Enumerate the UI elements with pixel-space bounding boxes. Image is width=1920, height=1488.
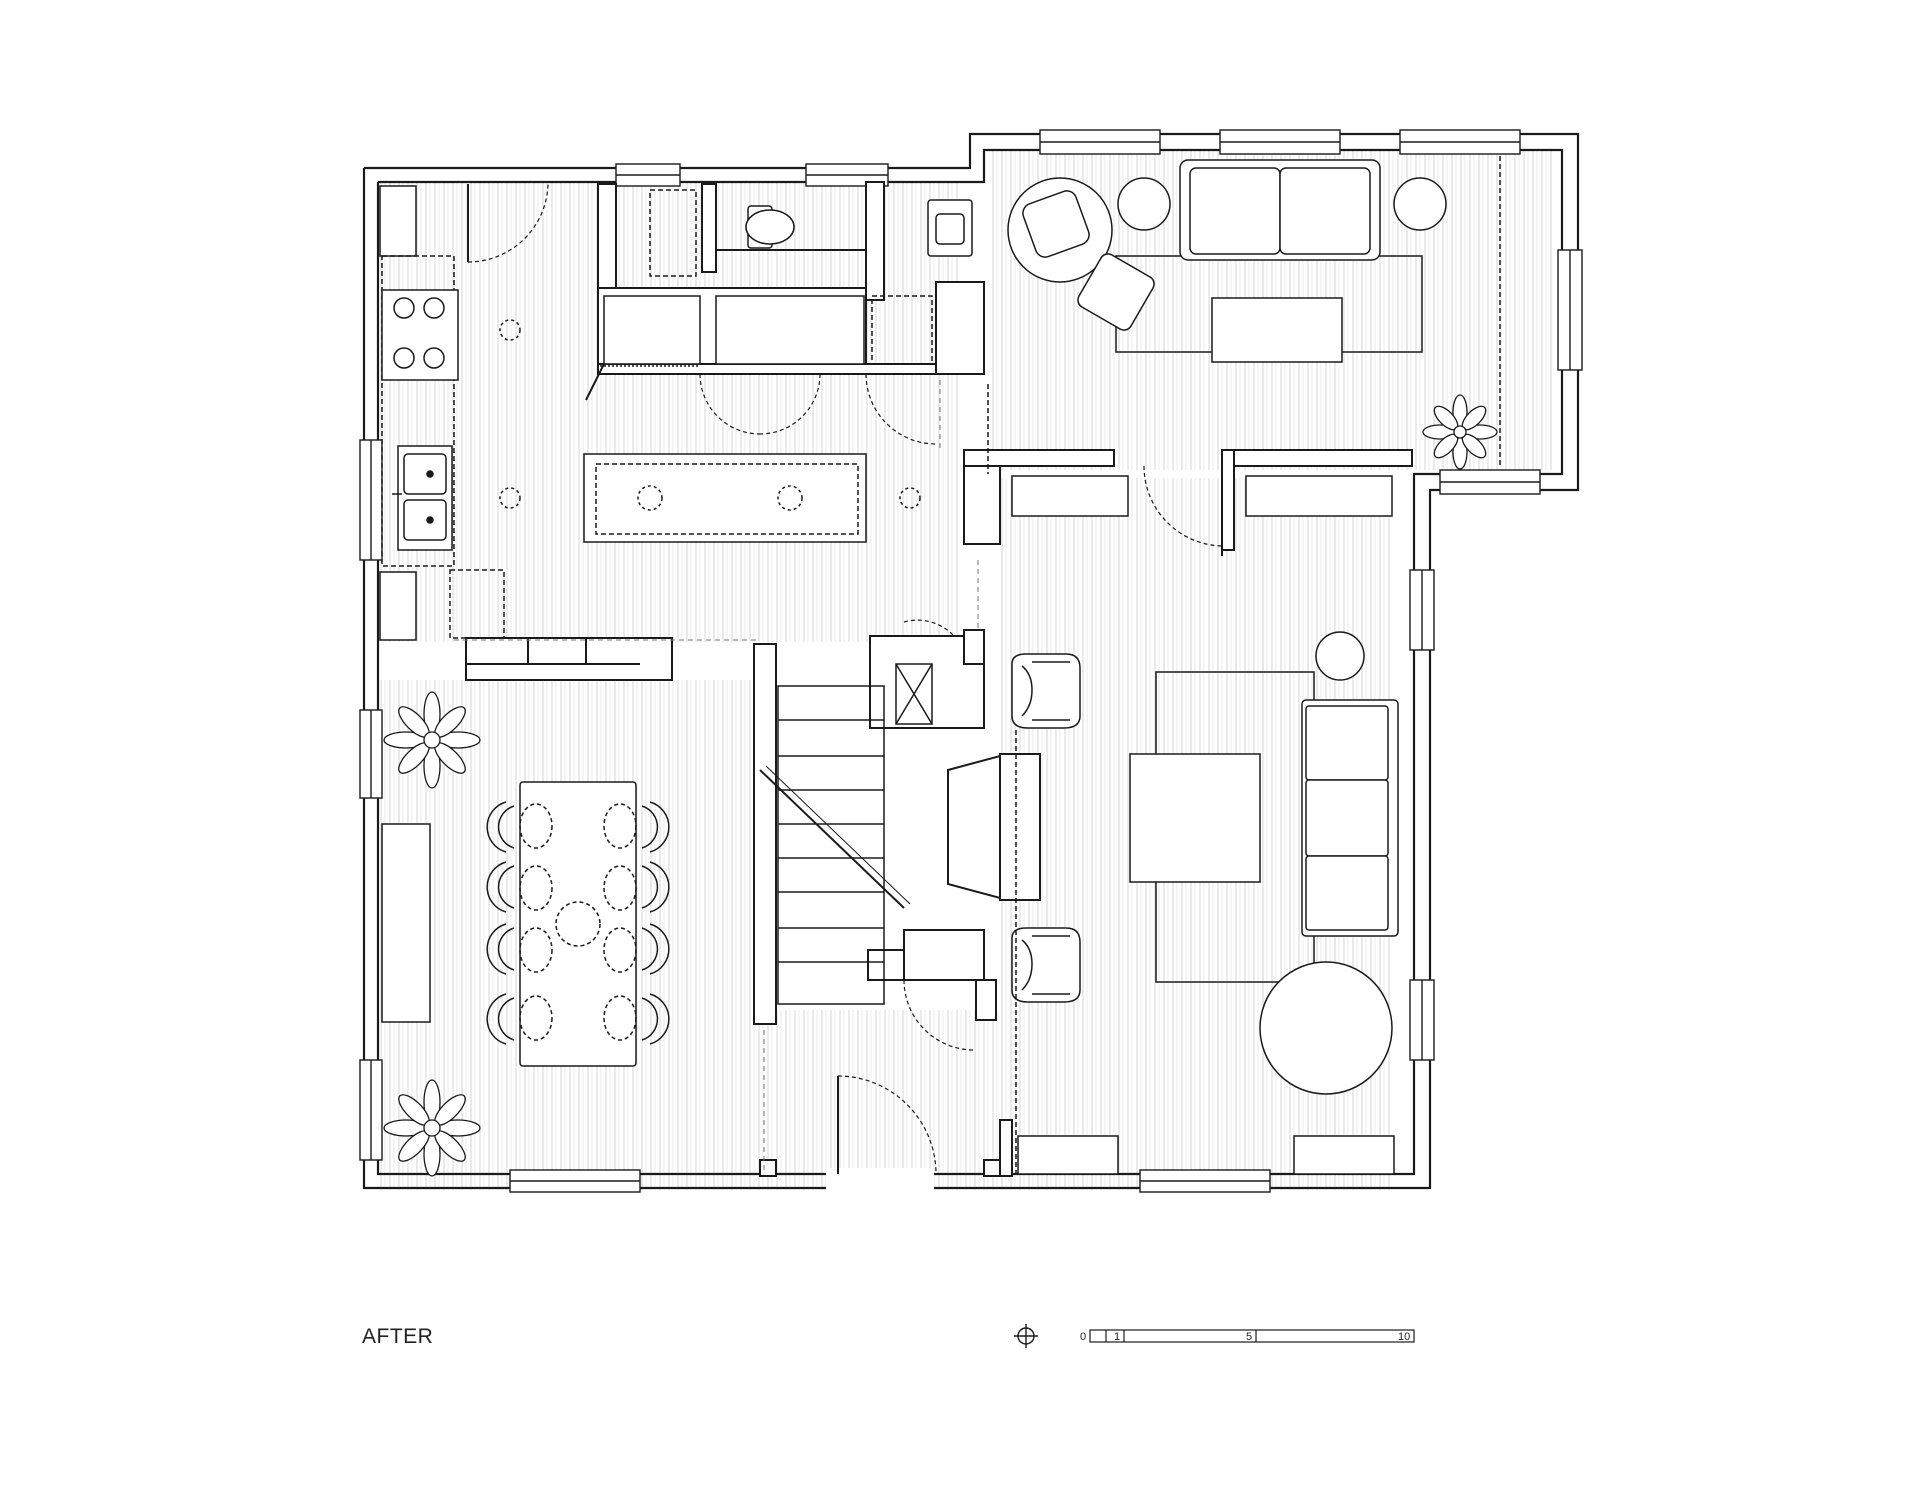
dining-table — [519, 781, 637, 1067]
north-arrow-icon — [1014, 1324, 1038, 1348]
side-table — [1117, 177, 1171, 231]
burner-icon — [393, 347, 415, 369]
pantry-cabinet — [715, 295, 865, 365]
bench — [1017, 1135, 1119, 1175]
scale-tick-0: 0 — [1080, 1331, 1086, 1343]
scale-tick-5: 5 — [1246, 1331, 1252, 1343]
coffee-table — [1129, 753, 1261, 883]
dining-room — [381, 781, 670, 1067]
wall-cabinet-upper — [379, 185, 417, 257]
cooktop — [381, 289, 459, 381]
plan-caption: AFTER — [362, 1325, 434, 1348]
doors — [467, 183, 1223, 1175]
pendant-light — [499, 319, 521, 341]
exterior-walls — [362, 132, 1580, 1190]
ottoman-round — [1259, 961, 1393, 1095]
plant-icon — [383, 394, 1498, 1177]
powder-room — [745, 199, 973, 257]
sofa-cushion — [1189, 167, 1281, 255]
dining-chair-row-right — [641, 801, 670, 1045]
windows — [359, 129, 1583, 1194]
toilet-bowl — [745, 209, 795, 245]
ottoman — [1077, 253, 1155, 331]
scale-tick-10: 10 — [1398, 1331, 1410, 1343]
dashed-guides — [454, 380, 979, 1170]
kitchen-island — [583, 453, 867, 543]
sink-bowl — [403, 453, 447, 495]
stool — [637, 485, 663, 511]
console — [1011, 475, 1129, 517]
armchair — [1011, 927, 1081, 1003]
burner-icon — [423, 347, 445, 369]
scale-bar: 0 1 5 10 — [1080, 1329, 1415, 1343]
burner-icon — [423, 297, 445, 319]
counter-run — [381, 255, 455, 567]
bench — [649, 189, 697, 277]
coffee-table — [1211, 297, 1343, 363]
sunroom — [987, 156, 1501, 474]
pantry-cabinet — [603, 295, 701, 365]
bench — [1293, 1135, 1395, 1175]
side-table — [1393, 177, 1447, 231]
dining-chair-row-left — [486, 801, 515, 1045]
console — [1245, 475, 1393, 517]
sofa-cushion — [1279, 167, 1371, 255]
pendant-light — [899, 487, 921, 509]
scale-tick-1: 1 — [1114, 1331, 1120, 1343]
staircase — [759, 663, 933, 1005]
sink-bowl — [403, 499, 447, 541]
sideboard — [381, 823, 431, 1023]
burner-icon — [393, 297, 415, 319]
pendant-light — [499, 487, 521, 509]
wall-cabinet-lower — [379, 571, 417, 641]
side-table — [1315, 631, 1365, 681]
kitchen — [379, 185, 933, 641]
dishwasher — [449, 569, 505, 639]
stool — [777, 485, 803, 511]
armchair — [1011, 653, 1081, 729]
living-room — [1011, 475, 1399, 1175]
